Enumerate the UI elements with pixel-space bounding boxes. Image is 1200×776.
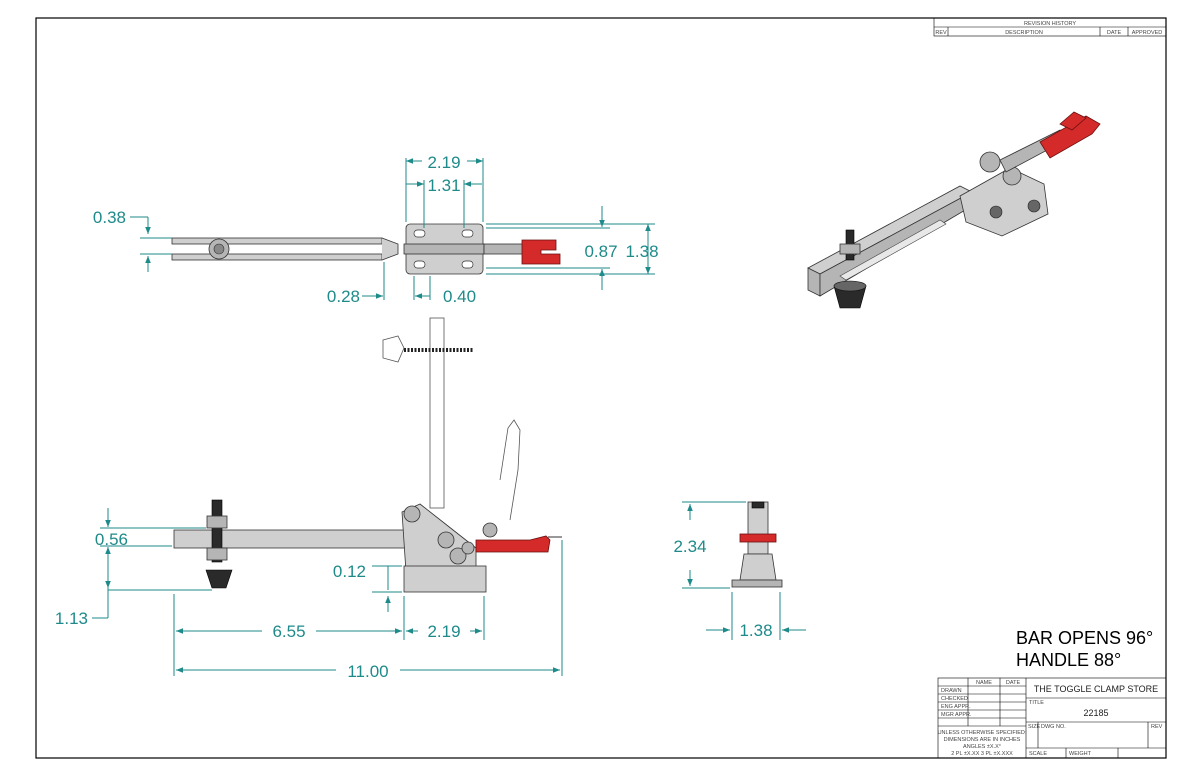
tolerance-line-2: DIMENSIONS ARE IN INCHES <box>944 737 1021 743</box>
rev-column: REV <box>935 30 947 36</box>
revision-history-title: REVISION HISTORY <box>1024 21 1076 27</box>
dim-offset-right: 0.40 <box>443 287 476 306</box>
tolerance-line-1: UNLESS OTHERWISE SPECIFIED: <box>938 730 1027 736</box>
tolerance-line-4: 2 PL ±X.XX 3 PL ±X.XXX <box>951 751 1013 757</box>
part-number: 22185 <box>1083 708 1108 718</box>
approved-column: APPROVED <box>1132 30 1163 36</box>
description-column: DESCRIPTION <box>1005 30 1043 36</box>
end-view-base <box>731 579 783 588</box>
title-block: NAME DATE DRAWN CHECKED ENG APPR. MGR AP… <box>938 677 1167 759</box>
checked-label: CHECKED <box>941 696 968 702</box>
date-header: DATE <box>1006 680 1021 686</box>
size-label: SIZE <box>1028 724 1041 730</box>
dim-base-length: 2.19 <box>427 622 460 641</box>
tolerance-line-3: ANGLES ±X.X° <box>963 744 1001 750</box>
note-handle: HANDLE 88° <box>1016 650 1121 670</box>
side-view <box>173 317 562 593</box>
mgr-appr-label: MGR APPR. <box>941 712 972 718</box>
dim-base-outer-height: 1.38 <box>625 242 658 261</box>
top-view <box>171 223 561 275</box>
bar-upper-rail <box>171 237 383 245</box>
handle-grip-side <box>475 535 551 553</box>
dim-base-inner-height: 0.87 <box>584 242 617 261</box>
note-bar-opens: BAR OPENS 96° <box>1016 628 1153 648</box>
top-view-dimensions: 2.19 1.31 0.38 0.87 1.38 0.28 0.40 <box>93 153 659 306</box>
name-header: NAME <box>976 680 992 686</box>
company-name: THE TOGGLE CLAMP STORE <box>1034 684 1158 694</box>
handle-grip-top <box>521 239 561 265</box>
dim-end-height: 2.34 <box>673 537 706 556</box>
dim-end-base-width: 1.38 <box>739 621 772 640</box>
end-view-dimensions: 2.34 1.38 <box>673 501 806 640</box>
date-column: DATE <box>1107 30 1122 36</box>
dim-overall-length: 11.00 <box>347 662 388 681</box>
spindle-pad-side <box>205 569 233 589</box>
bar-lower-rail <box>171 253 383 261</box>
eng-appr-label: ENG APPR. <box>941 704 971 710</box>
end-view <box>731 501 783 588</box>
spindle-side <box>211 499 223 563</box>
weight-label: WEIGHT <box>1069 751 1092 757</box>
side-view-dimensions: 0.56 1.13 0.12 6.55 2.19 11.00 <box>55 508 563 681</box>
scale-label: SCALE <box>1029 751 1047 757</box>
rev-label: REV <box>1151 724 1163 730</box>
isometric-view <box>807 111 1101 309</box>
base-side <box>403 565 487 593</box>
dim-spindle-height: 1.13 <box>55 609 88 628</box>
sheet-border <box>35 17 1167 759</box>
dim-bar-gap: 0.38 <box>93 208 126 227</box>
handle-open-position <box>499 419 521 521</box>
revision-block: REVISION HISTORY REV DESCRIPTION DATE AP… <box>933 17 1167 37</box>
drawn-label: DRAWN <box>941 688 962 694</box>
dim-reach: 6.55 <box>272 622 305 641</box>
bar-side <box>173 529 411 549</box>
end-view-handle <box>739 533 777 543</box>
bar-open-position <box>429 317 445 509</box>
dim-width-outer: 2.19 <box>427 153 460 172</box>
dim-bar-height: 0.56 <box>95 530 128 549</box>
title-label: TITLE <box>1029 700 1044 706</box>
dwg-no-label: DWG NO. <box>1041 724 1066 730</box>
end-view-body <box>747 501 769 555</box>
dim-base-gap: 0.12 <box>333 562 366 581</box>
dim-width-inner: 1.31 <box>427 176 460 195</box>
dim-offset-left: 0.28 <box>327 287 360 306</box>
